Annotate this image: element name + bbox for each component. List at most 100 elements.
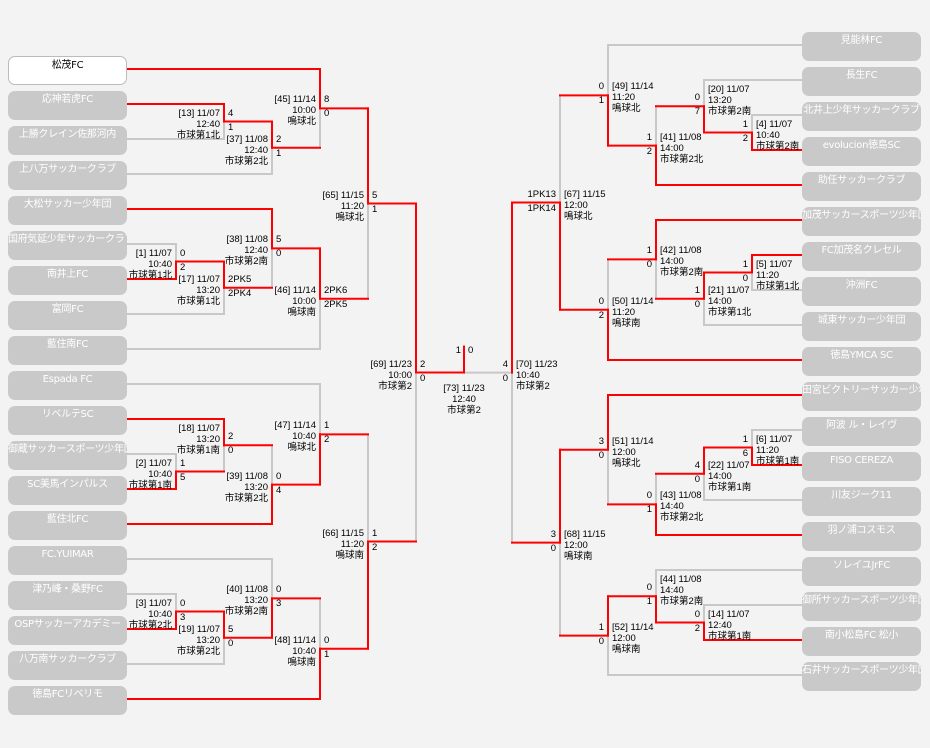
team-box[interactable]: FC加茂名クレセル [802,242,921,271]
match-label: [2] 11/07 [135,457,172,469]
match-label: [47] 11/14 [274,420,316,432]
score-top: 3 [598,435,604,447]
team-box[interactable]: 田宮ビクトリーサッカー少年団 [802,382,921,411]
score-top: 5 [228,623,234,635]
match-time: 10:40 [292,431,316,443]
score-bottom: 2 [694,622,700,634]
match-time: 14:00 [660,256,684,268]
team-box[interactable]: 上八万サッカークラブ [8,161,127,190]
match-venue: 市球第1北 [176,129,220,141]
score-top: 0 [646,582,652,594]
team-box[interactable]: 南井上FC [8,266,127,295]
match-venue: 市球第1北 [176,295,220,307]
team-box[interactable]: 藍住南FC [8,336,127,365]
team-box[interactable]: 沖洲FC [802,277,921,306]
score-top: 1 [742,258,748,270]
team-box[interactable]: リベルテSC [8,406,127,435]
team-box[interactable]: 藍住北FC [8,511,127,540]
score-top: 1 [598,621,604,633]
team-box[interactable]: 津乃峰・桑野FC [8,581,127,610]
match-time: 10:00 [292,295,316,307]
team-box[interactable]: FISO CEREZA [802,452,921,481]
team-box[interactable]: 御蔵サッカースポーツ少年団 [8,441,127,470]
team-box[interactable]: 長生FC [802,67,921,96]
match-label: [3] 11/07 [135,597,172,609]
score-top: 1 [372,527,378,539]
team-box[interactable]: Espada FC [8,371,127,400]
score-bottom: 0 [598,635,604,647]
match-label: [49] 11/14 [612,81,654,93]
team-box[interactable]: OSPサッカーアカデミー [8,616,127,645]
team-box[interactable]: 国府気延少年サッカークラブ [8,231,127,260]
score-top: 0 [180,597,186,609]
final-score-right: 0 [468,344,474,356]
team-box[interactable]: 大松サッカー少年団 [8,196,127,225]
team-box[interactable]: 八万南サッカークラブ [8,651,127,680]
team-box[interactable]: 応神若虎FC [8,91,127,120]
team-box[interactable]: 阿波 ル・レイヴ [802,417,921,446]
match-label: [46] 11/14 [274,284,316,296]
team-box[interactable]: 加茂サッカースポーツ少年団 [802,207,921,236]
team-box[interactable]: 富岡FC [8,301,127,330]
match-label: [67] 11/15 [564,188,606,200]
match-time: 12:40 [708,619,732,631]
score-bottom: 0 [324,108,330,120]
team-box[interactable]: 川友ジーク11 [802,487,921,516]
match-time: 14:00 [660,142,684,154]
match-venue: 市球第2北 [660,153,704,165]
match-label: [52] 11/14 [612,621,654,633]
team-box[interactable]: 御所サッカースポーツ少年団 [802,592,921,621]
match-label: [19] 11/07 [178,623,220,635]
team-box[interactable]: 南小松島FC 松小 [802,627,921,656]
match-venue: 市球第2 [516,380,550,392]
match-label: [69] 11/23 [370,358,412,370]
match-venue: 市球第2北 [224,492,268,504]
score-bottom: 0 [420,372,426,384]
match-venue: 鳴球北 [335,211,364,223]
team-box[interactable]: 上勝クレイン佐那河内 [8,126,127,155]
team-box[interactable]: SC美馬インパルス [8,476,127,505]
team-box[interactable]: 助任サッカークラブ [802,172,921,201]
team-box[interactable]: 松茂FC [8,56,127,85]
match-time: 12:00 [564,539,588,551]
match-label: [5] 11/07 [756,258,793,270]
match-venue: 鳴球北 [612,103,641,115]
final-score-left: 1 [455,344,461,356]
team-box[interactable]: 徳島YMCA SC [802,347,921,376]
team-box[interactable]: 羽ノ浦コスモス [802,522,921,551]
team-box[interactable]: 見能林FC [802,32,921,61]
score-top: 3 [550,528,556,540]
match-time: 14:40 [660,584,684,596]
match-label: [66] 11/15 [322,527,364,539]
score-top: 0 [276,584,282,596]
score-top: 1 [742,433,748,445]
team-box[interactable]: 城東サッカー少年団 [802,312,921,341]
team-box[interactable]: FC.YUIMAR [8,546,127,575]
team-box[interactable]: 石井サッカースポーツ少年団 [802,662,921,691]
match-time: 13:20 [196,284,220,296]
match-label: [4] 11/07 [756,118,793,130]
match-venue: 市球第1北 [756,280,800,292]
score-bottom: 1 [228,121,234,133]
team-box[interactable]: evolucion徳島SC [802,137,921,166]
team-box[interactable]: 北井上少年サッカークラブ [802,102,921,131]
match-venue: 市球第2南 [708,105,752,117]
team-box[interactable]: ソレイユJrFC [802,557,921,586]
team-box[interactable]: 徳島FCリベリモ [8,686,127,715]
match-venue: 市球第2南 [660,267,704,279]
match-label: [17] 11/07 [178,273,220,285]
score-bottom: 2PK5 [324,298,348,310]
